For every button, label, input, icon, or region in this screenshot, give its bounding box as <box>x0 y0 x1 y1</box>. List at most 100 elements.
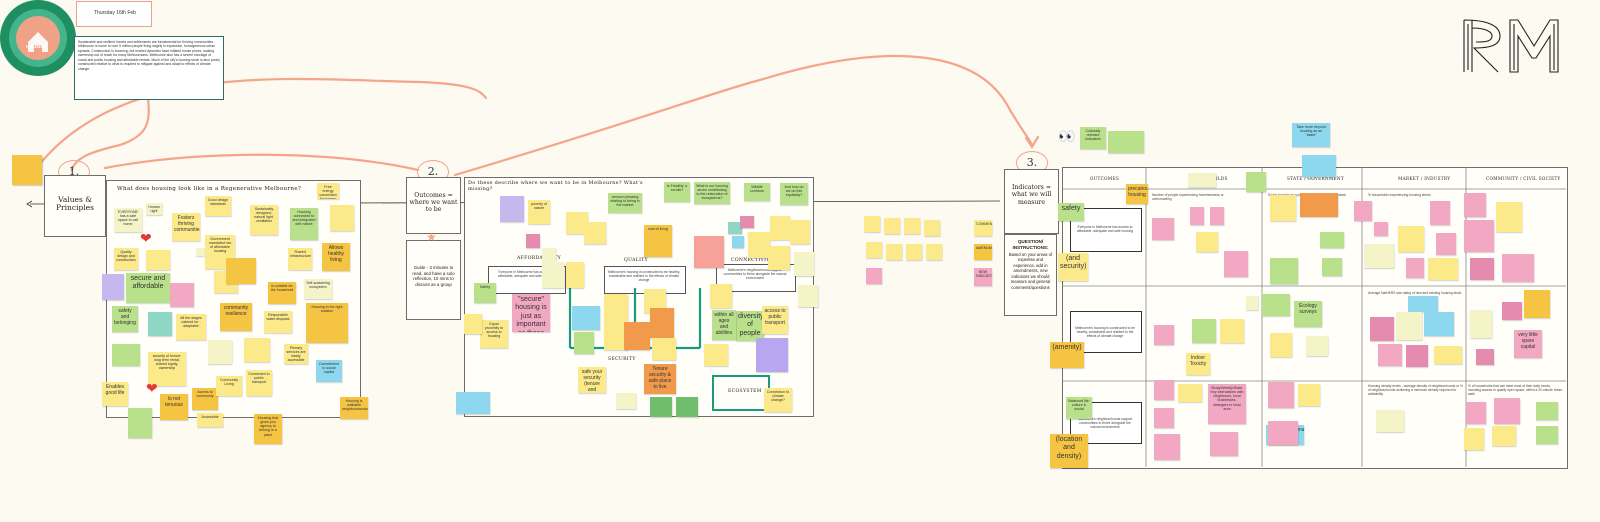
sticky-note[interactable] <box>1298 384 1320 406</box>
sticky-note[interactable] <box>102 274 124 300</box>
sticky-note[interactable] <box>146 250 170 270</box>
sticky-note[interactable] <box>112 344 140 366</box>
sticky-note[interactable]: Safety <box>474 283 496 303</box>
sticky-note[interactable]: community resilience <box>220 303 252 331</box>
sticky-note[interactable]: secure and affordable <box>126 273 170 303</box>
sticky-note[interactable] <box>604 294 628 324</box>
sticky-note[interactable] <box>644 289 666 313</box>
sticky-note[interactable] <box>728 222 742 234</box>
sticky-note[interactable] <box>624 322 650 350</box>
sticky-note[interactable] <box>1464 428 1484 450</box>
sticky-note[interactable] <box>732 236 744 248</box>
sticky-note[interactable] <box>1502 302 1522 320</box>
sticky-note[interactable]: remove phrasing relating to being in the… <box>608 193 642 213</box>
sticky-note[interactable]: precarious housing <box>1126 184 1148 204</box>
sticky-note[interactable]: Self-sustaining ecosystem <box>304 279 332 299</box>
sticky-note[interactable]: safe your security (tenure and safety) <box>578 367 606 393</box>
sticky-note[interactable]: poverty of nature <box>528 200 550 224</box>
sticky-note[interactable]: Is 'Healthy' a scrolls? <box>664 182 690 202</box>
sticky-note[interactable]: within all ages and abilities <box>712 310 736 340</box>
sticky-note[interactable] <box>1152 218 1174 240</box>
sticky-note[interactable] <box>1188 173 1216 187</box>
sticky-note[interactable]: Culturally relevant indicators <box>1080 127 1106 149</box>
sticky-note[interactable] <box>574 332 594 354</box>
sticky-note[interactable]: Take more beyond housing as an "asset" <box>1292 123 1330 147</box>
sticky-note[interactable]: safety <box>1058 203 1084 221</box>
sticky-note[interactable]: diversity of people <box>736 311 764 341</box>
sticky-note[interactable] <box>1270 333 1292 357</box>
sticky-note[interactable] <box>794 252 814 276</box>
sticky-note[interactable]: Sustainably designed, natural light, ven… <box>250 205 278 235</box>
sticky-note[interactable]: Allows healthy living <box>322 243 350 271</box>
sticky-note[interactable] <box>1376 410 1404 432</box>
sticky-note[interactable]: Human right <box>146 203 162 215</box>
sticky-note[interactable]: Housing that gives you agency to belong … <box>254 414 282 444</box>
sticky-note[interactable] <box>616 393 636 409</box>
sticky-note[interactable] <box>1154 325 1174 345</box>
sticky-note[interactable] <box>1300 193 1338 217</box>
legend-comments[interactable]: COMMENTS <box>974 220 992 236</box>
sticky-note[interactable] <box>1396 312 1422 340</box>
sticky-note[interactable] <box>704 344 728 366</box>
sticky-note[interactable] <box>1178 384 1202 402</box>
sticky-note[interactable] <box>748 232 770 258</box>
sticky-note[interactable] <box>1536 402 1558 420</box>
sticky-note[interactable]: Enables good life <box>102 382 128 406</box>
sticky-note[interactable]: Fosters thriving communities <box>172 213 200 241</box>
sticky-note[interactable] <box>1424 312 1454 336</box>
sticky-note[interactable] <box>710 284 732 308</box>
sticky-note[interactable] <box>864 216 880 232</box>
sticky-note[interactable] <box>1220 319 1244 343</box>
sticky-note[interactable] <box>1268 421 1298 445</box>
sticky-note[interactable]: Is suitable for the household <box>268 282 296 304</box>
sticky-note[interactable] <box>1270 195 1296 221</box>
sticky-note[interactable] <box>170 283 194 307</box>
sticky-note[interactable] <box>1268 382 1294 408</box>
sticky-note[interactable]: Commitment to social capital <box>316 360 342 382</box>
sticky-note[interactable]: safety and belonging <box>112 306 138 332</box>
sticky-note[interactable] <box>1246 296 1258 310</box>
sticky-note[interactable] <box>456 392 490 414</box>
sticky-note[interactable] <box>244 338 270 362</box>
sticky-note[interactable] <box>1496 202 1522 232</box>
sticky-note[interactable]: Accessible <box>197 413 223 427</box>
sticky-note[interactable]: Housing in the right location <box>306 303 348 343</box>
sticky-note[interactable] <box>1398 226 1424 252</box>
sticky-note[interactable] <box>542 248 556 262</box>
sticky-note[interactable]: Responsible water disposal <box>264 311 292 333</box>
sticky-note[interactable] <box>1364 244 1394 268</box>
sticky-note[interactable] <box>1108 131 1144 153</box>
sticky-note[interactable] <box>584 222 606 244</box>
sticky-note[interactable] <box>924 220 940 236</box>
sticky-note[interactable] <box>464 314 482 334</box>
sticky-note[interactable] <box>904 218 920 234</box>
sticky-note[interactable] <box>148 312 172 336</box>
sticky-note[interactable] <box>1224 251 1248 277</box>
sticky-note[interactable] <box>1476 349 1494 365</box>
sticky-note[interactable] <box>1154 434 1180 460</box>
sticky-note[interactable]: security of tenure: long term rental, sh… <box>148 352 186 386</box>
legend-new-indicators[interactable]: NEW INDICATORS <box>974 268 992 286</box>
sticky-note[interactable] <box>1492 426 1516 446</box>
sticky-note[interactable]: Primary services are easily accessible <box>284 344 308 364</box>
sticky-note[interactable] <box>866 268 882 284</box>
sticky-note[interactable]: What is our housing sector contributing … <box>694 182 730 204</box>
sticky-note[interactable] <box>1434 346 1462 364</box>
sticky-note[interactable]: access to public transport <box>762 306 788 334</box>
sticky-note[interactable] <box>694 236 724 268</box>
sticky-note[interactable]: Free energy connection for homes <box>317 183 339 199</box>
sticky-note[interactable] <box>1524 290 1550 318</box>
sticky-note[interactable]: "secure" housing is just as important as… <box>512 294 550 332</box>
sticky-note[interactable] <box>1210 432 1238 456</box>
sticky-note[interactable] <box>500 196 524 222</box>
sticky-note[interactable]: Is not tenuous <box>160 394 188 420</box>
sticky-note[interactable] <box>1192 319 1216 343</box>
sticky-note[interactable]: (amenity) <box>1050 342 1084 368</box>
sticky-note[interactable]: Community Living <box>216 376 242 396</box>
sticky-note[interactable] <box>566 212 588 234</box>
sticky-note[interactable] <box>1378 344 1402 366</box>
sticky-note[interactable] <box>1464 220 1494 252</box>
sticky-note[interactable] <box>1302 155 1336 177</box>
sticky-note[interactable] <box>1430 201 1450 225</box>
sticky-note[interactable] <box>1306 336 1328 356</box>
